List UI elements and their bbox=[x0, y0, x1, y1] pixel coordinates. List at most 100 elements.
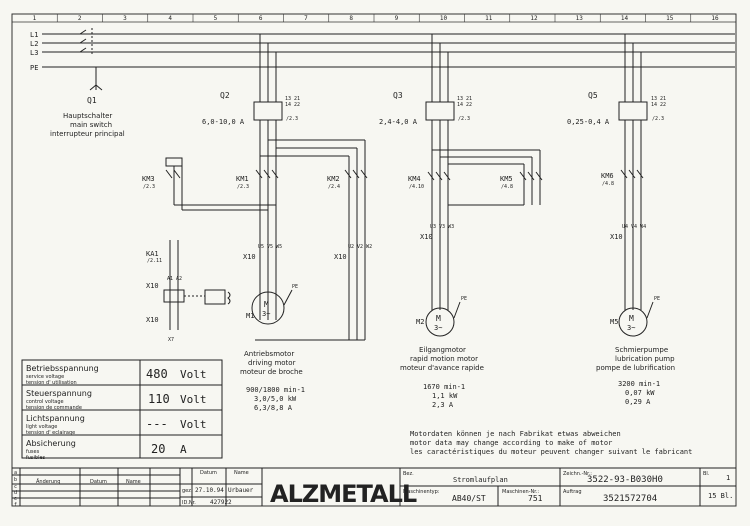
m1-motor-id: M1 bbox=[246, 312, 254, 320]
m1-motor-symbol: M bbox=[264, 300, 269, 309]
m2-current: 2,3 A bbox=[432, 401, 454, 409]
m5-motor-id: M5 bbox=[610, 318, 618, 326]
m5-name-de: Schmierpumpe bbox=[615, 346, 668, 354]
m2-motor-id: M2 bbox=[416, 318, 424, 326]
main-switch-symbol bbox=[79, 28, 103, 91]
tb-col-change: Änderung bbox=[36, 478, 60, 485]
alzmetall-logo: ALZMETALL bbox=[270, 480, 417, 508]
column-number: 11 bbox=[485, 15, 493, 22]
tb-machine-no-label: Maschinen-Nr.: bbox=[502, 489, 539, 495]
ka1-relay-wiring bbox=[163, 240, 231, 330]
tb-drawn-label: gez. bbox=[182, 488, 193, 494]
m1-name-en: driving motor bbox=[248, 359, 296, 367]
q5-ref: /2.3 bbox=[652, 116, 664, 122]
vt-row2-value: 110 bbox=[148, 392, 170, 406]
column-number: 2 bbox=[78, 15, 82, 22]
column-number: 3 bbox=[123, 15, 127, 22]
title-block bbox=[12, 467, 736, 506]
m1-power: 3,0/5,0 kW bbox=[254, 395, 297, 403]
column-number: 8 bbox=[349, 15, 353, 22]
tb-order-label: Auftrag bbox=[563, 489, 582, 495]
m5-pe-label: PE bbox=[654, 296, 660, 302]
vt-row3-en: light voltage bbox=[26, 424, 57, 430]
q2-ref: /2.3 bbox=[286, 116, 298, 122]
tb-sheet-label: Bl. bbox=[703, 471, 710, 477]
rev-d: d bbox=[14, 490, 17, 496]
q5-contacts2: 14 22 bbox=[651, 102, 666, 108]
m5-motor-phase: 3~ bbox=[627, 324, 635, 332]
m5-name-en: lubrication pump bbox=[615, 355, 675, 363]
m5-current: 0,29 A bbox=[625, 398, 651, 406]
q1-name-fr: interrupteur principal bbox=[50, 130, 125, 138]
m1b-terminal-label: X10 bbox=[334, 253, 347, 261]
tb-sheet-no: 1 bbox=[726, 474, 730, 482]
m1-pe-label: PE bbox=[292, 284, 298, 290]
ka1-terminal-label-2: X10 bbox=[146, 316, 159, 324]
m1-branch-wiring bbox=[165, 34, 366, 341]
m2-name-de: Eilgangmotor bbox=[419, 346, 466, 354]
m5-power: 0,07 kW bbox=[625, 389, 655, 397]
q5-label: Q5 bbox=[588, 91, 598, 100]
vt-row1-unit: Volt bbox=[180, 368, 207, 381]
q3-label: Q3 bbox=[393, 91, 403, 100]
tb-col-datum: Datum bbox=[200, 470, 217, 476]
tb-drawing-no: 3522-93-B030H0 bbox=[587, 475, 663, 485]
tb-col-name: Name bbox=[126, 479, 141, 485]
ka1-brake-terminal: X7 bbox=[168, 337, 174, 343]
tb-order-no: 3521572704 bbox=[603, 494, 657, 504]
m1-terminal-label: X10 bbox=[243, 253, 256, 261]
tb-date: 27.10.94 bbox=[195, 487, 224, 494]
m5-terminal-label: X10 bbox=[610, 233, 623, 241]
tb-bez-label: Bez. bbox=[403, 471, 414, 477]
km6-ref: /4.8 bbox=[602, 181, 614, 187]
q3-contacts: 13 21 bbox=[457, 96, 472, 102]
sheet-frame bbox=[11, 13, 737, 507]
km4-ref: /4.10 bbox=[409, 184, 424, 190]
line-l2-label: L2 bbox=[30, 40, 38, 48]
line-l3-label: L3 bbox=[30, 49, 38, 57]
column-number: 5 bbox=[214, 15, 218, 22]
m2-motor-symbol: M bbox=[436, 314, 441, 323]
q2-contacts: 13 21 bbox=[285, 96, 300, 102]
line-pe-label: PE bbox=[30, 64, 38, 72]
m1-speed: 900/1800 min-1 bbox=[246, 386, 305, 394]
q3-range: 2,4-4,0 A bbox=[379, 118, 418, 126]
column-number: 14 bbox=[621, 15, 629, 22]
rev-b: b bbox=[14, 477, 17, 483]
rev-f: f bbox=[14, 502, 17, 508]
km4-label: KM4 bbox=[408, 175, 421, 183]
column-number: 1 bbox=[33, 15, 37, 22]
m2-terminal-nos: U3 V3 W3 bbox=[430, 224, 454, 230]
km1-label: KM1 bbox=[236, 175, 249, 183]
tb-machine-type-label: Maschinentyp: bbox=[403, 489, 440, 495]
note-fr: les caractéristiques du moteur peuvent c… bbox=[410, 448, 692, 456]
m5-speed: 3200 min-1 bbox=[618, 380, 660, 388]
tb-drawn-by: Urbauer bbox=[228, 487, 254, 494]
m2-branch-wiring bbox=[425, 34, 541, 337]
m5-motor-symbol: M bbox=[629, 314, 634, 323]
vt-row4-unit: A bbox=[180, 443, 187, 456]
vt-row1-value: 480 bbox=[146, 367, 168, 381]
q3-ref: /2.3 bbox=[458, 116, 470, 122]
column-number: 12 bbox=[530, 15, 538, 22]
tb-col-name2: Name bbox=[234, 470, 249, 476]
ka1-label: KA1 bbox=[146, 250, 159, 258]
q2-label: Q2 bbox=[220, 91, 230, 100]
q3-contacts2: 14 22 bbox=[457, 102, 472, 108]
m1b-terminal-nos: U2 V2 W2 bbox=[348, 244, 372, 250]
km2-label: KM2 bbox=[327, 175, 340, 183]
m5-terminal-nos: U4 V4 W4 bbox=[622, 224, 646, 230]
m2-terminal-label: X10 bbox=[420, 233, 433, 241]
tb-title: Stromlaufplan bbox=[453, 476, 508, 484]
q2-range: 6,0-10,0 A bbox=[202, 118, 245, 126]
km6-label: KM6 bbox=[601, 172, 614, 180]
tb-machine-type: AB40/ST bbox=[452, 494, 486, 503]
vt-row3-fr: tension d' eclairage bbox=[26, 430, 75, 436]
m1-current: 6,3/8,8 A bbox=[254, 404, 293, 412]
supply-lines bbox=[42, 33, 735, 68]
contactor-contacts bbox=[165, 169, 644, 181]
q5-contacts: 13 21 bbox=[651, 96, 666, 102]
m1-name-fr: moteur de broche bbox=[240, 368, 303, 376]
tb-drawing-no-label: Zeichn.-Nr.: bbox=[563, 471, 592, 477]
